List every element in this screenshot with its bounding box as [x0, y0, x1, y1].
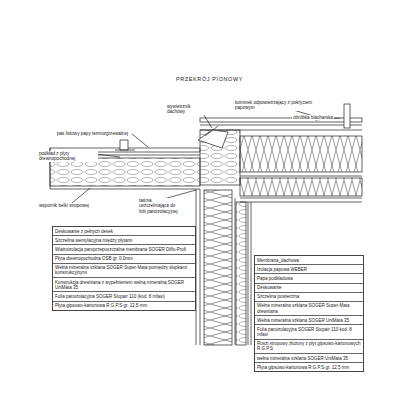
layer-description: Wiatroizolacja paroprzepuszczalna membra… — [53, 245, 195, 254]
layer-description: Deskowanie z pełnych desek — [53, 227, 195, 236]
layer-description: Deskowanie — [255, 284, 363, 293]
layer-description: Papa podkładowa — [255, 274, 363, 283]
layer-description: Konstrukcja drewniana z wypełnieniem weł… — [53, 278, 195, 292]
layer-description: Szczelina wentylacyjna między płytami — [53, 236, 195, 245]
callout-label: podkład z płyty drewnopochodnej — [38, 151, 98, 162]
layer-description: Płyta gipsowo-kartonowa R.G.P.S gr. 12,5… — [53, 302, 195, 310]
callout-label: taśma uszczelniająca do folii paroizolac… — [138, 198, 180, 214]
layer-description: Szczelina powietrzna — [255, 293, 363, 302]
layer-table: Deskowanie z pełnych desekSzczelina went… — [52, 226, 196, 311]
layer-description: Płyta gipsowo-kartonowa R.G.P.S gr. 12,5… — [255, 363, 363, 371]
layer-description: Wełna mineralna szklana SOGER Super-Mata… — [255, 302, 363, 316]
layer-description: Membrana_dachowa — [255, 256, 363, 265]
section-title: PRZEKRÓJ PIONOWY — [176, 76, 243, 82]
layer-description: Izolacja papowa WEBER — [255, 265, 363, 274]
layer-description: Wełna mineralna szklana SOGER Super-Mata… — [53, 264, 195, 278]
layer-table: Membrana_dachowaIzolacja papowa WEBERPap… — [254, 255, 364, 372]
layer-description: Folia paroizolacyjna SOGER Stopair 110 k… — [255, 325, 363, 339]
callout-label: obróbka blacharska — [292, 115, 334, 120]
layer-description: Ruszt stropowy złożony z płyt gipsowo-ka… — [255, 340, 363, 354]
layer-description: Płyta drewnopochodna OSB gr. 0,0mm — [53, 255, 195, 264]
callout-label: wywietrznik dachowy — [166, 104, 208, 115]
layer-description: wełna mineralna szklana SOGER UniMata 35 — [255, 354, 363, 363]
callout-label: wspornik belki stropowej — [38, 203, 90, 208]
callout-label: pas listowy papy termozgrzewalnej — [56, 131, 129, 136]
layer-description: Folia paroizolacyjna SOGER Stopair 110 (… — [53, 292, 195, 301]
callout-label: kominek odpowietrzający z pokryciem papo… — [234, 100, 326, 111]
layer-description: Wełna mineralna szklana SOGER UniMata 35 — [255, 316, 363, 325]
